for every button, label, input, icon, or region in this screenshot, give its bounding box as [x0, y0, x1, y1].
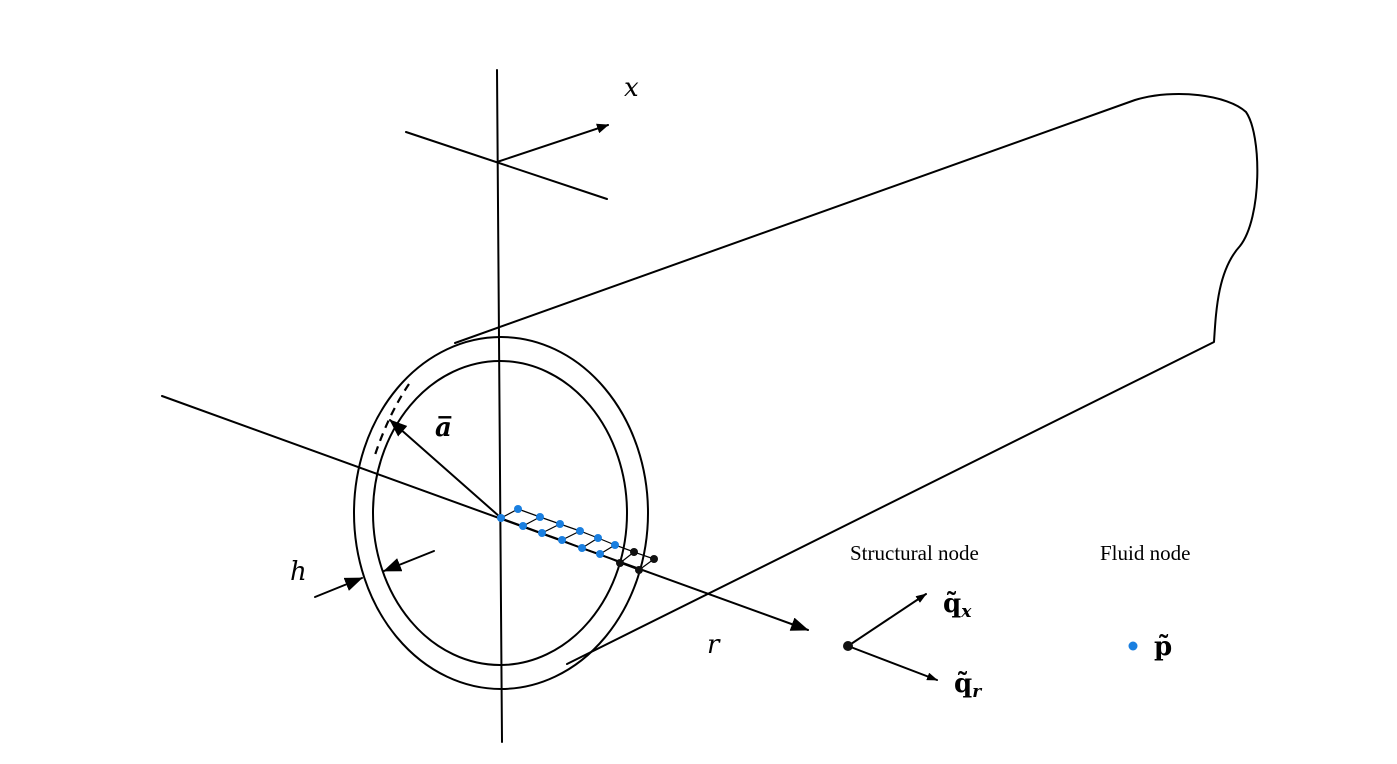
qr-label: q̃r [954, 669, 982, 702]
fluid-node [519, 522, 527, 530]
legend-structural-title: Structural node [850, 541, 979, 565]
fluid-node [556, 520, 564, 528]
structural-node [635, 566, 643, 574]
legend-fluid-title: Fluid node [1100, 541, 1190, 565]
fluid-node [558, 536, 566, 544]
x-axis-label: x [624, 73, 639, 103]
fluid-node [594, 534, 602, 542]
vertical-axis [496, 69, 503, 743]
fluid-node [576, 527, 584, 535]
x-axis-arrow [496, 123, 609, 163]
thickness-arrow-outer [314, 577, 363, 598]
legend-fluid-node [1128, 641, 1138, 651]
p-label: p̃ [1154, 632, 1172, 662]
fluid-node [596, 550, 604, 558]
legend-structural-node [843, 641, 853, 651]
fluid-node [536, 513, 544, 521]
thickness-label: h [290, 557, 307, 587]
radius-arrow [389, 419, 501, 518]
structural-node [650, 555, 658, 563]
outer-wall-ring [353, 336, 649, 690]
fluid-node [497, 514, 505, 522]
structural-node [630, 548, 638, 556]
fluid-node [514, 505, 522, 513]
radius-label: a̅ [435, 413, 452, 443]
fluid-node [538, 529, 546, 537]
legend-fluid: Fluid node p̃ [1100, 541, 1190, 662]
qx-label: q̃x [943, 589, 972, 622]
qx-arrow [847, 593, 927, 647]
r-axis-arrow [161, 395, 809, 631]
pipe-body-outline [454, 93, 1259, 665]
mesh-grid [500, 508, 655, 571]
cross-axis-line [405, 131, 608, 200]
fluid-nodes [497, 505, 619, 558]
structural-nodes [616, 548, 658, 574]
thickness-arrow-inner [383, 550, 435, 572]
dashed-wall-arc [372, 383, 410, 459]
fluid-node [611, 541, 619, 549]
structural-node [616, 559, 624, 567]
inner-wall-ring [372, 360, 628, 666]
legend-structural: Structural node q̃x q̃r [843, 541, 982, 702]
fluid-node [578, 544, 586, 552]
r-axis-label: r [707, 630, 721, 660]
qr-arrow [847, 645, 938, 681]
